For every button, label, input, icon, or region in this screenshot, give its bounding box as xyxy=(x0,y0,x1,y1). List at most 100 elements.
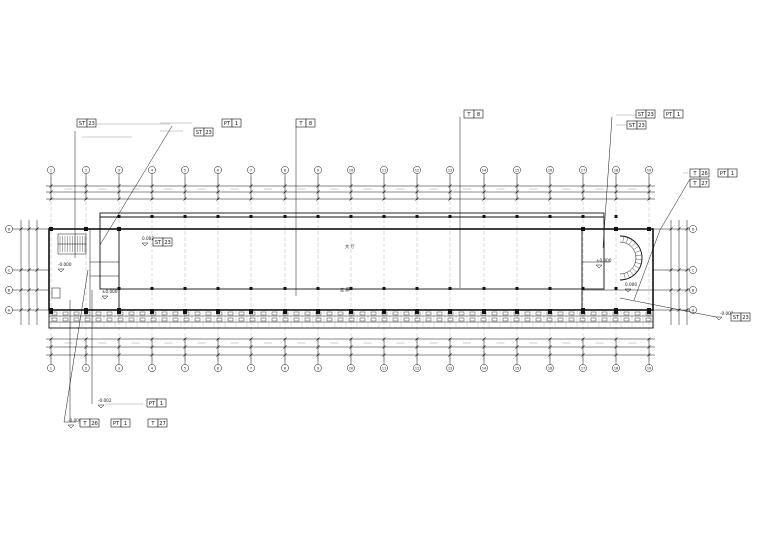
svg-text:27: 27 xyxy=(159,421,166,427)
axis-bubble: 2 xyxy=(82,166,90,200)
axis-bubble: D xyxy=(5,225,49,233)
svg-text:19: 19 xyxy=(647,367,651,371)
bottom-dimension-lines xyxy=(46,337,655,357)
callout-tag: T 26 xyxy=(79,418,100,428)
axis-bubble: 7 xyxy=(247,166,255,200)
svg-text:23: 23 xyxy=(88,121,95,127)
axis-bubble: 1 xyxy=(47,166,55,200)
svg-text:1: 1 xyxy=(235,121,238,127)
svg-text:PT: PT xyxy=(113,421,120,427)
svg-text:B: B xyxy=(8,288,11,292)
axis-bubble: 1 xyxy=(47,338,55,372)
axis-bubble: B xyxy=(5,286,49,294)
axis-bubble: 9 xyxy=(314,166,322,200)
svg-text:16: 16 xyxy=(548,169,552,173)
svg-text:PT: PT xyxy=(666,112,673,118)
callout-tag: PT 1 xyxy=(717,168,738,178)
svg-text:T: T xyxy=(298,121,303,127)
grid-axis-lines xyxy=(50,177,650,362)
svg-text:5: 5 xyxy=(184,367,186,371)
svg-text:3: 3 xyxy=(118,367,120,371)
svg-text:T: T xyxy=(466,112,471,118)
axis-bubbles-right: D C B A xyxy=(653,225,697,314)
svg-text:T: T xyxy=(692,181,697,187)
axis-bubble: 4 xyxy=(148,166,156,200)
level-markers: 0.002 -0.000 ±0.000 ±0.000 0.000 -0.002 … xyxy=(57,236,734,429)
svg-text:16: 16 xyxy=(548,367,552,371)
room-label-hall: 大 厅 xyxy=(345,243,355,250)
svg-text:5: 5 xyxy=(184,169,186,173)
svg-text:15: 15 xyxy=(515,169,519,173)
axis-bubble: 14 xyxy=(480,338,488,372)
axis-bubble: 18 xyxy=(612,338,620,372)
svg-text:26: 26 xyxy=(701,171,708,177)
svg-text:8: 8 xyxy=(477,112,480,118)
svg-text:8: 8 xyxy=(309,121,312,127)
svg-text:11: 11 xyxy=(382,367,386,371)
axis-bubble: 9 xyxy=(314,338,322,372)
svg-text:17: 17 xyxy=(581,367,585,371)
svg-text:19: 19 xyxy=(647,169,651,173)
axis-bubble: 11 xyxy=(380,338,388,372)
svg-text:4: 4 xyxy=(151,169,153,173)
axis-bubble: C xyxy=(653,266,697,274)
axis-bubble: D xyxy=(653,225,697,233)
top-dimension-lines xyxy=(46,184,655,201)
svg-text:10: 10 xyxy=(349,169,353,173)
axis-bubble: 16 xyxy=(546,338,554,372)
room-label-corridor: 走 廊 xyxy=(340,286,350,293)
axis-bubble: 17 xyxy=(579,338,587,372)
svg-text:8: 8 xyxy=(284,367,286,371)
axis-bubble: 11 xyxy=(380,166,388,200)
level-marker: -0.002 xyxy=(98,398,112,403)
axis-bubble: 13 xyxy=(446,166,454,200)
building-outline xyxy=(48,212,655,329)
axis-bubble: 8 xyxy=(281,338,289,372)
svg-text:18: 18 xyxy=(614,169,618,173)
axis-bubble: 10 xyxy=(347,338,355,372)
svg-text:D: D xyxy=(692,227,695,231)
axis-bubble: 6 xyxy=(214,338,222,372)
svg-text:ST: ST xyxy=(155,240,162,246)
svg-text:1: 1 xyxy=(124,421,127,427)
axis-bubble: 10 xyxy=(347,166,355,200)
svg-text:6: 6 xyxy=(217,367,219,371)
axis-bubble: 19 xyxy=(645,166,653,200)
svg-text:13: 13 xyxy=(448,367,452,371)
svg-text:2: 2 xyxy=(85,367,87,371)
svg-text:ST: ST xyxy=(79,121,86,127)
svg-text:23: 23 xyxy=(205,130,212,136)
axis-bubble: 3 xyxy=(115,166,123,200)
svg-text:14: 14 xyxy=(482,169,486,173)
svg-text:B: B xyxy=(692,288,695,292)
svg-text:C: C xyxy=(692,268,695,272)
axis-bubble: A xyxy=(5,306,49,314)
level-marker: ±0.000 xyxy=(102,289,118,294)
svg-text:9: 9 xyxy=(317,169,319,173)
svg-text:1: 1 xyxy=(731,171,734,177)
svg-text:PT: PT xyxy=(720,171,727,177)
svg-text:7: 7 xyxy=(250,169,252,173)
svg-text:ST: ST xyxy=(629,123,636,129)
svg-text:D: D xyxy=(8,227,11,231)
svg-text:T: T xyxy=(82,421,87,427)
svg-text:A: A xyxy=(692,308,695,312)
axis-bubble: 17 xyxy=(579,166,587,200)
svg-text:PT: PT xyxy=(149,401,156,407)
svg-text:13: 13 xyxy=(448,169,452,173)
svg-text:9: 9 xyxy=(317,367,319,371)
svg-text:ST: ST xyxy=(733,315,740,321)
level-marker: -0.002 xyxy=(720,311,734,316)
axis-bubble: A xyxy=(653,306,697,314)
annotation-scribbles xyxy=(78,114,688,424)
svg-text:26: 26 xyxy=(91,421,98,427)
svg-text:23: 23 xyxy=(742,315,749,321)
svg-text:T: T xyxy=(150,421,155,427)
axis-bubble: 15 xyxy=(513,166,521,200)
